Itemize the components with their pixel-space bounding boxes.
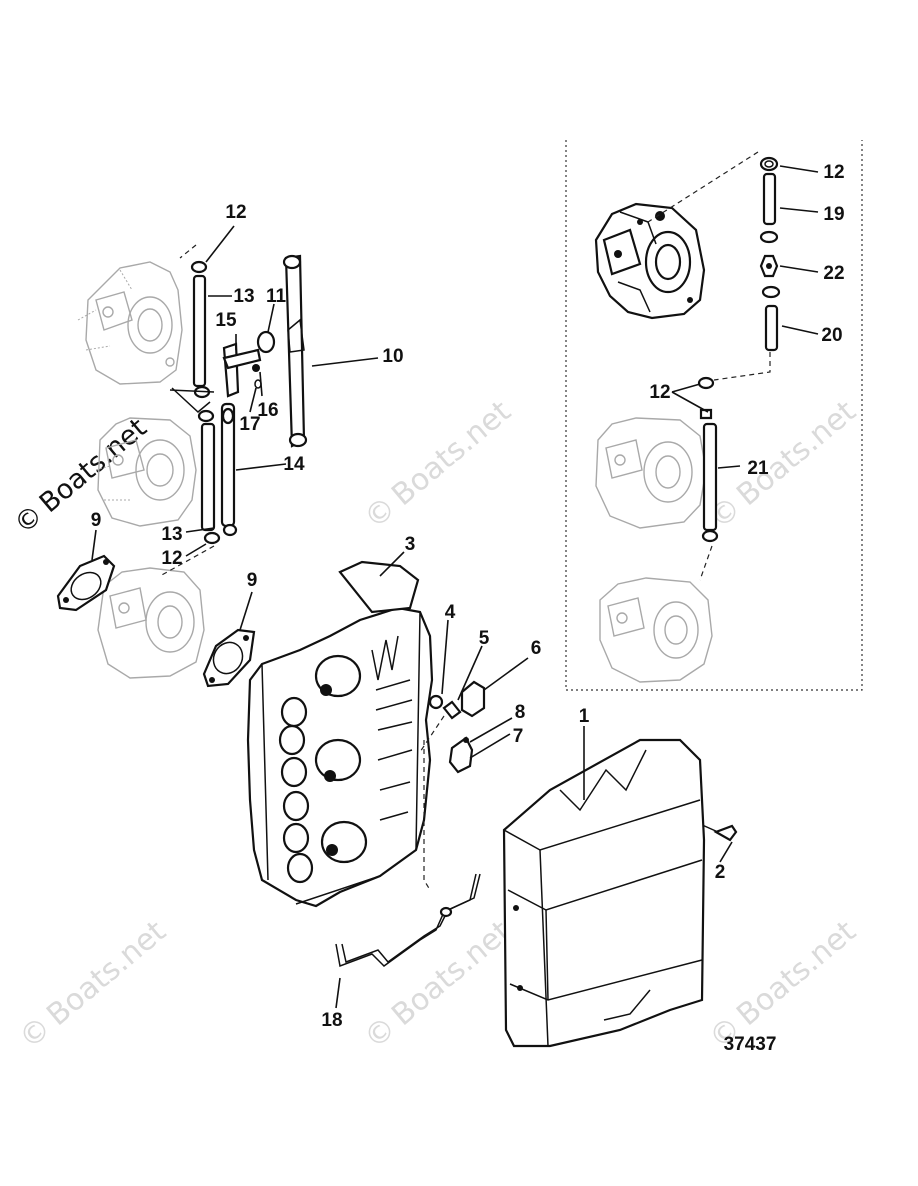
watermark-text: ©Boats.net — [703, 394, 863, 536]
callout-1: 1 — [579, 706, 590, 727]
intake-manifold — [246, 560, 434, 908]
watermark-text: ©Boats.net — [358, 914, 518, 1056]
callout-6: 6 — [531, 638, 542, 659]
ghost-carburetor-right-lower — [599, 577, 713, 683]
watermark-text: ©Boats.net — [358, 394, 518, 536]
kit-frame — [565, 140, 863, 691]
watermark-text: ©Boats.net — [13, 914, 173, 1056]
gasket-left — [56, 554, 116, 612]
diagram-id-number: 37437 — [724, 1034, 777, 1055]
callout-19: 19 — [823, 204, 844, 225]
fuel-line — [335, 873, 481, 968]
callout-7: 7 — [513, 726, 524, 747]
callout-9: 9 — [91, 510, 102, 531]
ghost-carburetor-bottom — [97, 567, 205, 679]
fuel-hose-kit — [697, 156, 781, 543]
callout-12: 12 — [225, 202, 246, 223]
small-fittings — [428, 680, 738, 842]
callout-12: 12 — [161, 548, 182, 569]
callout-21: 21 — [747, 458, 769, 479]
callout-11: 11 — [266, 286, 287, 307]
callout-3: 3 — [405, 534, 416, 555]
callout-5: 5 — [479, 628, 490, 649]
leader-lines — [91, 165, 819, 1009]
callout-17: 17 — [239, 414, 260, 435]
callout-2: 2 — [715, 862, 726, 883]
callout-12: 12 — [823, 162, 844, 183]
watermark-text-dark: ©Boats.net — [9, 412, 153, 540]
callout-10: 10 — [382, 346, 403, 367]
ghost-carburetor-middle — [95, 417, 197, 527]
callout-12: 12 — [649, 382, 670, 403]
callout-8: 8 — [515, 702, 526, 723]
assembly-lines — [159, 151, 771, 891]
callout-4: 4 — [445, 602, 456, 623]
callout-labels: 1 2 3 4 5 6 7 8 9 9 10 11 12 12 12 12 13… — [91, 162, 845, 1031]
callout-22: 22 — [823, 263, 844, 284]
callout-16: 16 — [257, 400, 278, 421]
ghost-carburetor-right-upper — [595, 417, 707, 529]
callout-13: 13 — [233, 286, 254, 307]
callout-14: 14 — [283, 454, 305, 475]
callout-9: 9 — [247, 570, 258, 591]
callout-15: 15 — [215, 310, 237, 331]
ghost-carburetor-top — [77, 261, 183, 385]
gasket-right — [202, 628, 256, 688]
watermark-group: ©Boats.net ©Boats.net ©Boats.net ©Boats.… — [9, 394, 863, 1056]
callout-18: 18 — [321, 1010, 342, 1031]
callout-20: 20 — [821, 325, 842, 346]
air-silencer-cover — [502, 738, 706, 1048]
carburetor-assembly — [594, 202, 706, 320]
linkage-and-hoses — [169, 254, 308, 545]
callout-13: 13 — [161, 524, 182, 545]
